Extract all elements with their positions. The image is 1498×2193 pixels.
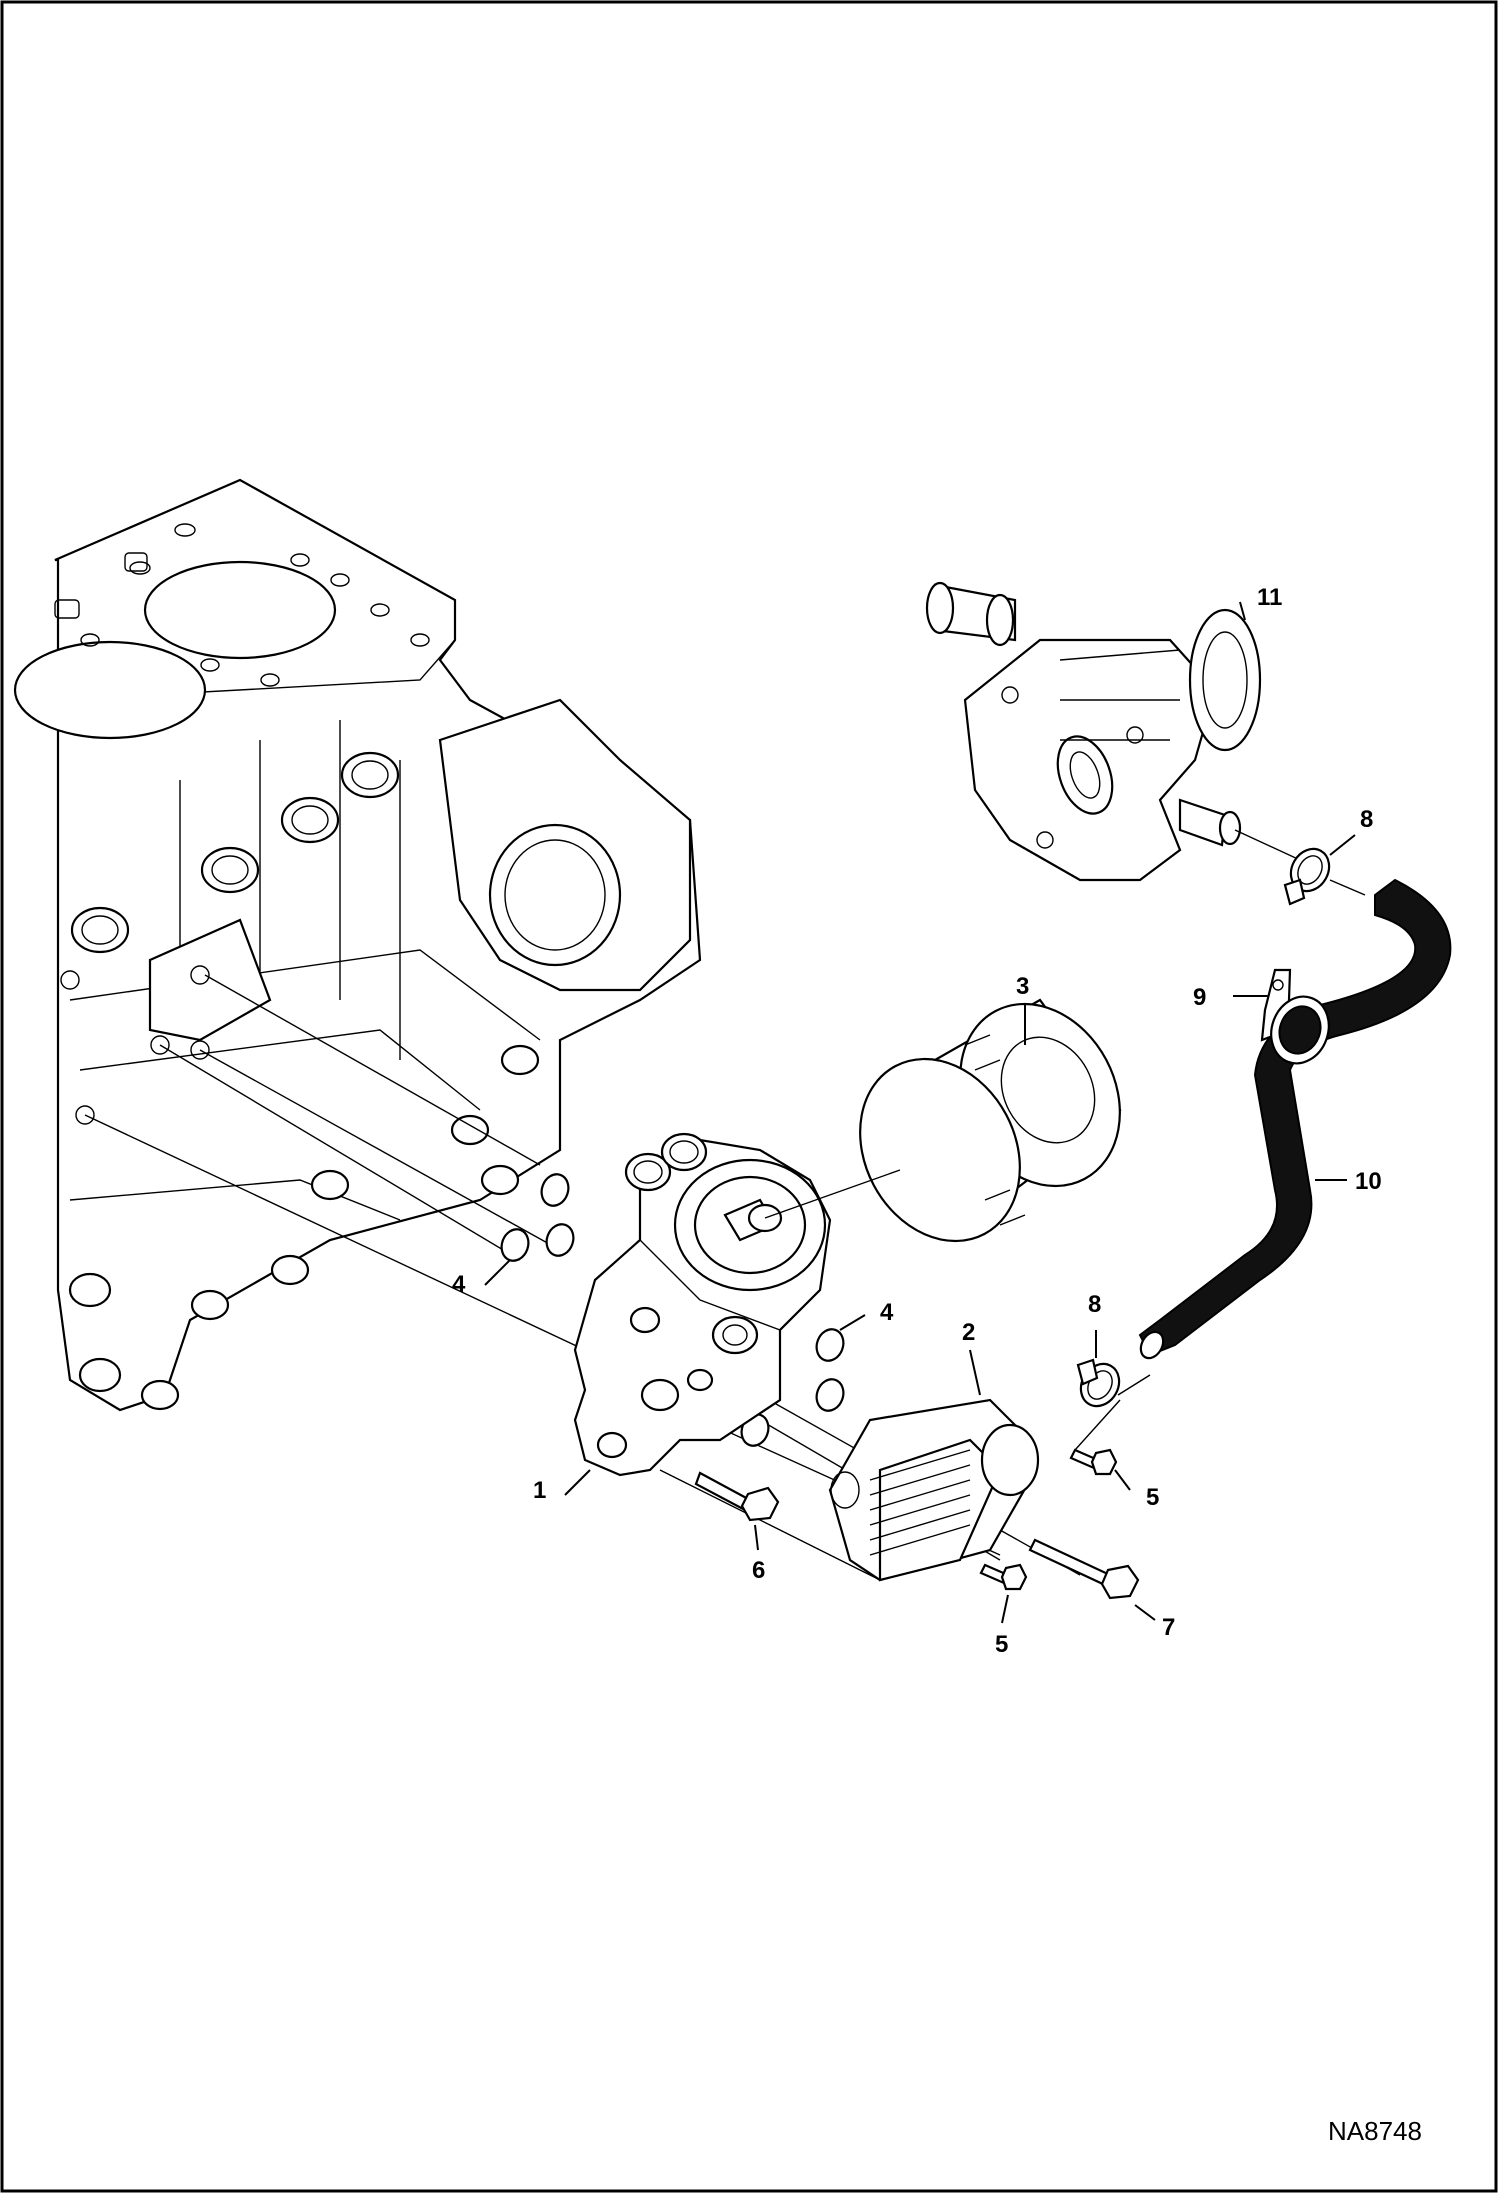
leader-clamp-to-hose-bottom: [1117, 1374, 1151, 1396]
callout-5-lower: 5: [995, 1631, 1008, 1658]
callout-6: 6: [752, 1557, 765, 1584]
callout-4-left: 4: [452, 1271, 466, 1298]
leader-8-upper: [1329, 834, 1356, 856]
leader-7: [1134, 1604, 1156, 1621]
leader-5-lower: [1001, 1594, 1009, 1624]
leader-2: [969, 1349, 981, 1396]
water-pump: [925, 581, 1262, 882]
o-ring-group-right: [740, 1328, 845, 1447]
o-ring-1: [540, 1173, 570, 1207]
engine-block: [13, 478, 702, 1412]
leader-clamp-to-hose-top: [1329, 879, 1366, 896]
leader-filter-to-adapter: [764, 1169, 901, 1219]
hose: [1138, 878, 1452, 1360]
callout-8-upper: 8: [1360, 806, 1373, 833]
callout-1: 1: [533, 1477, 546, 1504]
leader-cooler-to-clamp: [1074, 1399, 1121, 1451]
callout-11: 11: [1257, 584, 1282, 611]
o-ring-3: [545, 1223, 575, 1257]
leader-4-left: [484, 1259, 511, 1286]
clamp-upper: [1283, 847, 1331, 906]
callout-2: 2: [962, 1319, 975, 1346]
figure-id: NA8748: [1328, 2116, 1422, 2146]
callout-7: 7: [1162, 1614, 1175, 1641]
oil-filter: [859, 998, 1122, 1243]
o-ring-4: [815, 1328, 845, 1362]
callout-3: 3: [1016, 973, 1029, 1000]
flange-bolt: [694, 1471, 780, 1522]
callout-9: 9: [1193, 984, 1206, 1011]
leader-11: [1239, 601, 1246, 621]
callout-4-right: 4: [880, 1299, 894, 1326]
leader-4-right: [839, 1314, 866, 1331]
oil-cooler: [828, 1398, 1040, 1582]
o-ring-group-left: [500, 1173, 575, 1262]
bracket: [1260, 968, 1330, 1065]
long-bolt: [1028, 1538, 1140, 1600]
leader-5-upper: [1114, 1469, 1131, 1491]
bolt-upper: [1069, 1448, 1118, 1476]
bolt-lower: [979, 1563, 1028, 1591]
leader-1: [564, 1469, 591, 1496]
leader-pump-to-clamp: [1234, 829, 1301, 861]
callout-labels: 1 2 3 4 4 5 5 6 7 8 8 9 10 11: [452, 584, 1382, 1658]
clamp-lower: [1076, 1358, 1121, 1408]
callout-5-upper: 5: [1146, 1484, 1159, 1511]
callout-leaders: [484, 601, 1356, 1624]
adapter-housing: [573, 1132, 832, 1477]
callout-8-lower: 8: [1088, 1291, 1101, 1318]
o-ring-5: [815, 1378, 845, 1412]
leader-6: [754, 1524, 759, 1551]
callout-10: 10: [1355, 1168, 1382, 1195]
